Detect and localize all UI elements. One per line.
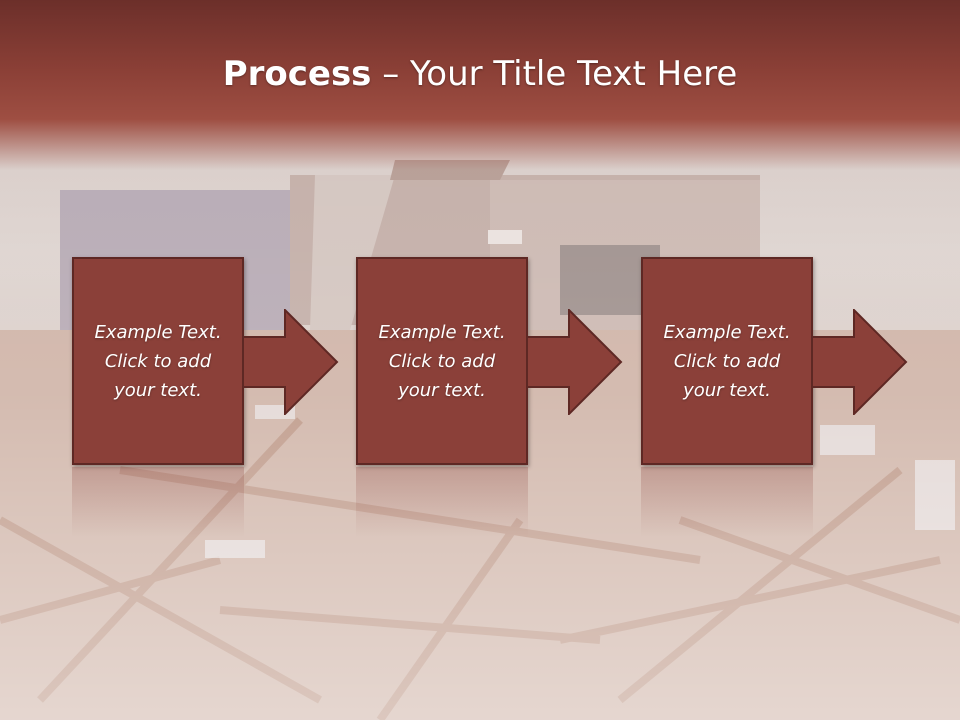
process-step-2[interactable]: Example Text. Click to add your text.	[356, 257, 528, 465]
step-2-text[interactable]: Example Text. Click to add your text.	[378, 321, 506, 401]
step-1-text[interactable]: Example Text. Click to add your text.	[94, 321, 222, 401]
arrow-right-icon	[812, 309, 908, 415]
title-bold: Process	[222, 54, 372, 94]
process-step-3[interactable]: Example Text. Click to add your text.	[641, 257, 813, 465]
process-step-1[interactable]: Example Text. Click to add your text.	[72, 257, 244, 465]
step-3-text[interactable]: Example Text. Click to add your text.	[663, 321, 791, 401]
step-3-reflection	[641, 467, 813, 537]
title-band	[0, 0, 960, 170]
arrow-right-icon	[243, 309, 339, 415]
arrow-right-icon	[527, 309, 623, 415]
slide-title[interactable]: Process – Your Title Text Here	[0, 52, 960, 96]
title-rest: – Your Title Text Here	[371, 54, 738, 94]
step-1-reflection	[72, 467, 244, 537]
step-2-reflection	[356, 467, 528, 537]
